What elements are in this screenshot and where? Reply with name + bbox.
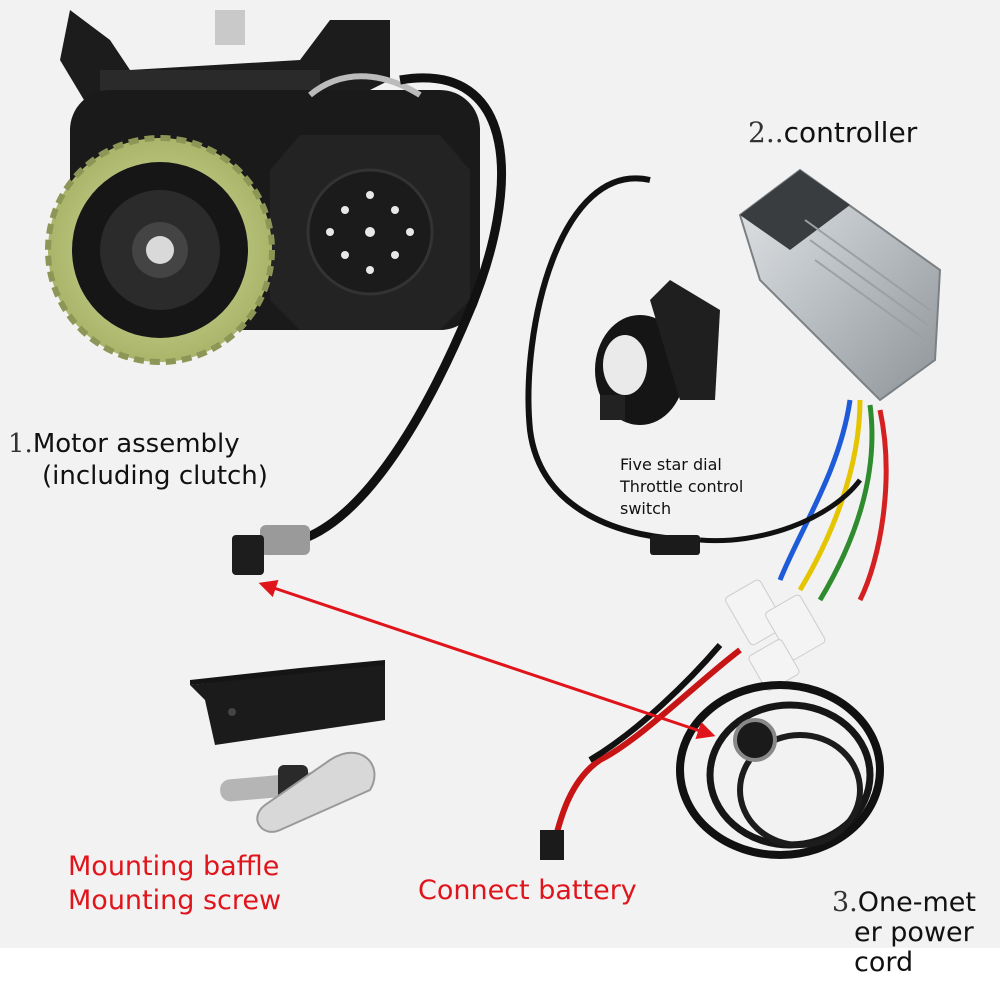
controller-label: 2..controller (748, 116, 917, 150)
controller (725, 168, 942, 691)
motor-line1: Motor assembly (32, 429, 240, 459)
controller-number: 2.. (748, 116, 784, 149)
motor-line2: (including clutch) (42, 461, 268, 491)
power-line1: One-met (857, 887, 976, 918)
power-number: 3. (832, 887, 858, 918)
mounting-line1: Mounting baffle (68, 851, 280, 882)
connect-battery-label: Connect battery (418, 875, 637, 906)
power-line2: er power (854, 917, 974, 948)
mounting-hardware (190, 660, 385, 833)
connection-arrow (258, 580, 716, 739)
power-cord-label: 3.One-met er power cord (832, 888, 976, 978)
controller-text: controller (783, 116, 918, 149)
power-line3: cord (854, 947, 914, 978)
motor-assembly (45, 10, 507, 575)
mounting-line2: Mounting screw (68, 885, 282, 916)
throttle-line2: Throttle control (620, 477, 744, 496)
motor-number: 1. (8, 429, 33, 459)
power-cord (540, 643, 884, 860)
motor-label: 1.Motor assembly (including clutch) (8, 428, 268, 492)
throttle-label: Five star dial Throttle control switch (620, 454, 743, 520)
throttle-line3: switch (620, 499, 672, 518)
throttle-switch (525, 175, 862, 555)
bottom-strip (0, 948, 1000, 1000)
mounting-label: Mounting baffle Mounting screw (68, 850, 281, 918)
throttle-line1: Five star dial (620, 455, 722, 474)
